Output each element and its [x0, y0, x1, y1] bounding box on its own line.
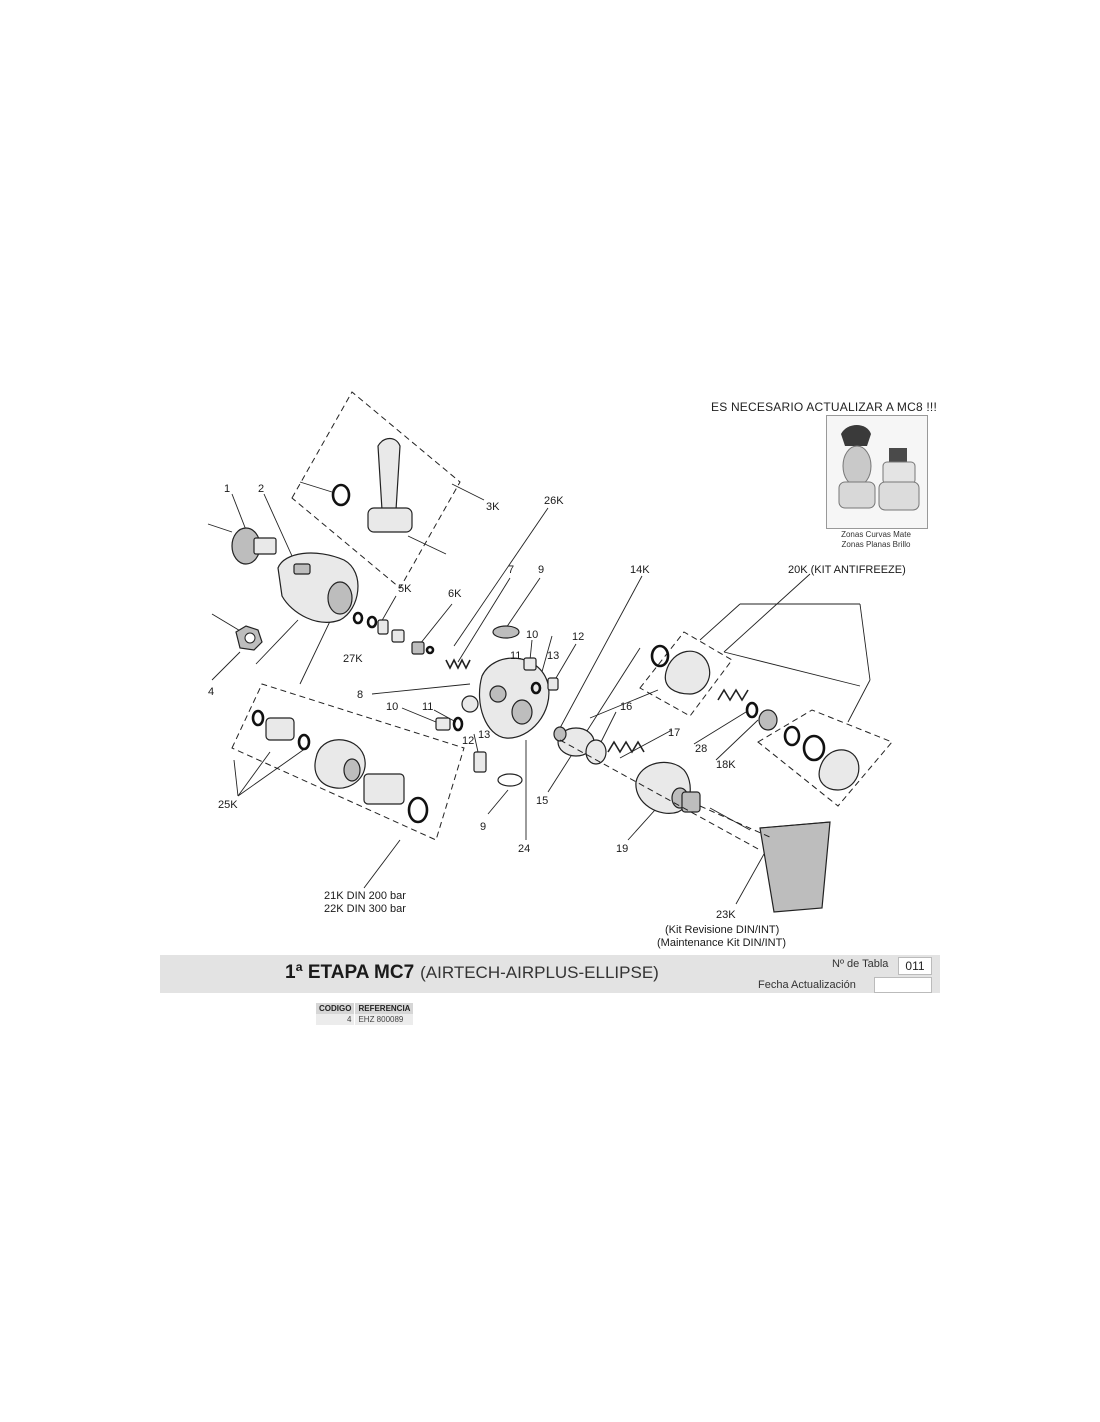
mc8-photo [826, 415, 928, 529]
antifreeze-kit-parts [650, 644, 860, 791]
label-part-14k: 14K [630, 564, 650, 576]
label-part-23k-line1: (Kit Revisione DIN/INT) [665, 924, 779, 936]
label-part-6k: 6K [448, 588, 462, 600]
label-part-4: 4 [208, 686, 214, 698]
leader-lines [211, 483, 871, 905]
spring-assembly [585, 739, 645, 765]
kit-20k-right-outline [757, 709, 893, 807]
table-row: 4 EHZ 800089 [316, 1014, 415, 1025]
label-part-19: 19 [616, 843, 628, 855]
label-part-8: 8 [357, 689, 363, 701]
reference-table: CODIGO REFERENCIA 4 EHZ 800089 [316, 1003, 415, 1025]
spring-7 [445, 658, 471, 670]
main-body-part [461, 657, 550, 739]
label-part-13-top: 13 [547, 650, 559, 662]
header-referencia: REFERENCIA [354, 1003, 415, 1014]
plugs-right [523, 657, 559, 695]
label-part-16: 16 [620, 701, 632, 713]
label-part-24: 24 [518, 843, 530, 855]
plugs-left [435, 716, 487, 773]
din-connector-25k [251, 709, 429, 824]
label-part-11-left: 11 [422, 701, 433, 713]
label-part-12-left: 12 [462, 735, 474, 747]
maintenance-kit-bag [759, 821, 831, 913]
label-part-25k: 25K [218, 799, 238, 811]
label-part-13-left: 13 [478, 729, 490, 741]
label-part-12-top: 12 [572, 631, 584, 643]
tabla-label: Nº de Tabla [832, 958, 889, 970]
label-part-10-top: 10 [526, 629, 538, 641]
label-part-27k: 27K [343, 653, 363, 665]
kit-3k-outline [291, 391, 461, 589]
kit-25k-outline [231, 683, 465, 841]
label-part-26k: 26K [544, 495, 564, 507]
label-part-3k: 3K [486, 501, 500, 513]
kit-20k-left-outline [639, 631, 733, 717]
label-part-22k: 22K DIN 300 bar [324, 903, 406, 915]
cell-codigo: 4 [316, 1014, 356, 1025]
header-codigo: CODIGO [316, 1003, 356, 1014]
label-part-2: 2 [258, 483, 264, 495]
axis-dash-lines [559, 739, 773, 851]
title-bar [160, 955, 940, 993]
label-part-18k: 18K [716, 759, 736, 771]
label-part-11-top: 11 [510, 650, 521, 662]
page-title: 1ª ETAPA MC7 (AIRTECH-AIRPLUS-ELLIPSE) [285, 962, 659, 984]
label-part-9-bottom: 9 [480, 821, 486, 833]
table-header-row: CODIGO REFERENCIA [316, 1003, 415, 1014]
fecha-value [874, 977, 932, 993]
label-part-7: 7 [508, 564, 514, 576]
label-part-9-top: 9 [538, 564, 544, 576]
bonnet-19 [635, 761, 701, 814]
small-seals-5k-6k [352, 611, 435, 655]
seal-9-top [492, 625, 520, 639]
title-subtitle: (AIRTECH-AIRPLUS-ELLIPSE) [420, 963, 659, 982]
yoke-part [277, 552, 359, 623]
label-part-17: 17 [668, 727, 680, 739]
caption-line-2: Zonas Planas Brillo [841, 540, 911, 549]
label-part-10-left: 10 [386, 701, 398, 713]
seal-9-bottom [497, 773, 523, 787]
label-part-28: 28 [695, 743, 707, 755]
update-notice: ES NECESARIO ACTUALIZAR A MC8 !!! [711, 400, 937, 414]
label-part-20k: 20K (KIT ANTIFREEZE) [788, 564, 906, 576]
label-part-15: 15 [536, 795, 548, 807]
title-main-text: 1ª ETAPA MC7 [285, 962, 415, 983]
handwheel-part [207, 523, 277, 565]
tabla-value: 011 [898, 957, 932, 975]
label-part-21k: 21K DIN 200 bar [324, 890, 406, 902]
cell-referencia: EHZ 800089 [354, 1014, 415, 1025]
photo-caption: Zonas Curvas Mate Zonas Planas Brillo [812, 530, 940, 550]
caption-line-1: Zonas Curvas Mate [841, 530, 911, 539]
din-handle-part [299, 437, 447, 555]
label-part-1: 1 [224, 483, 230, 495]
label-part-23k: 23K [716, 909, 736, 921]
label-part-23k-line2: (Maintenance Kit DIN/INT) [657, 937, 786, 949]
fecha-label: Fecha Actualización [758, 979, 856, 991]
label-part-5k: 5K [398, 583, 412, 595]
nut-part [235, 625, 263, 651]
